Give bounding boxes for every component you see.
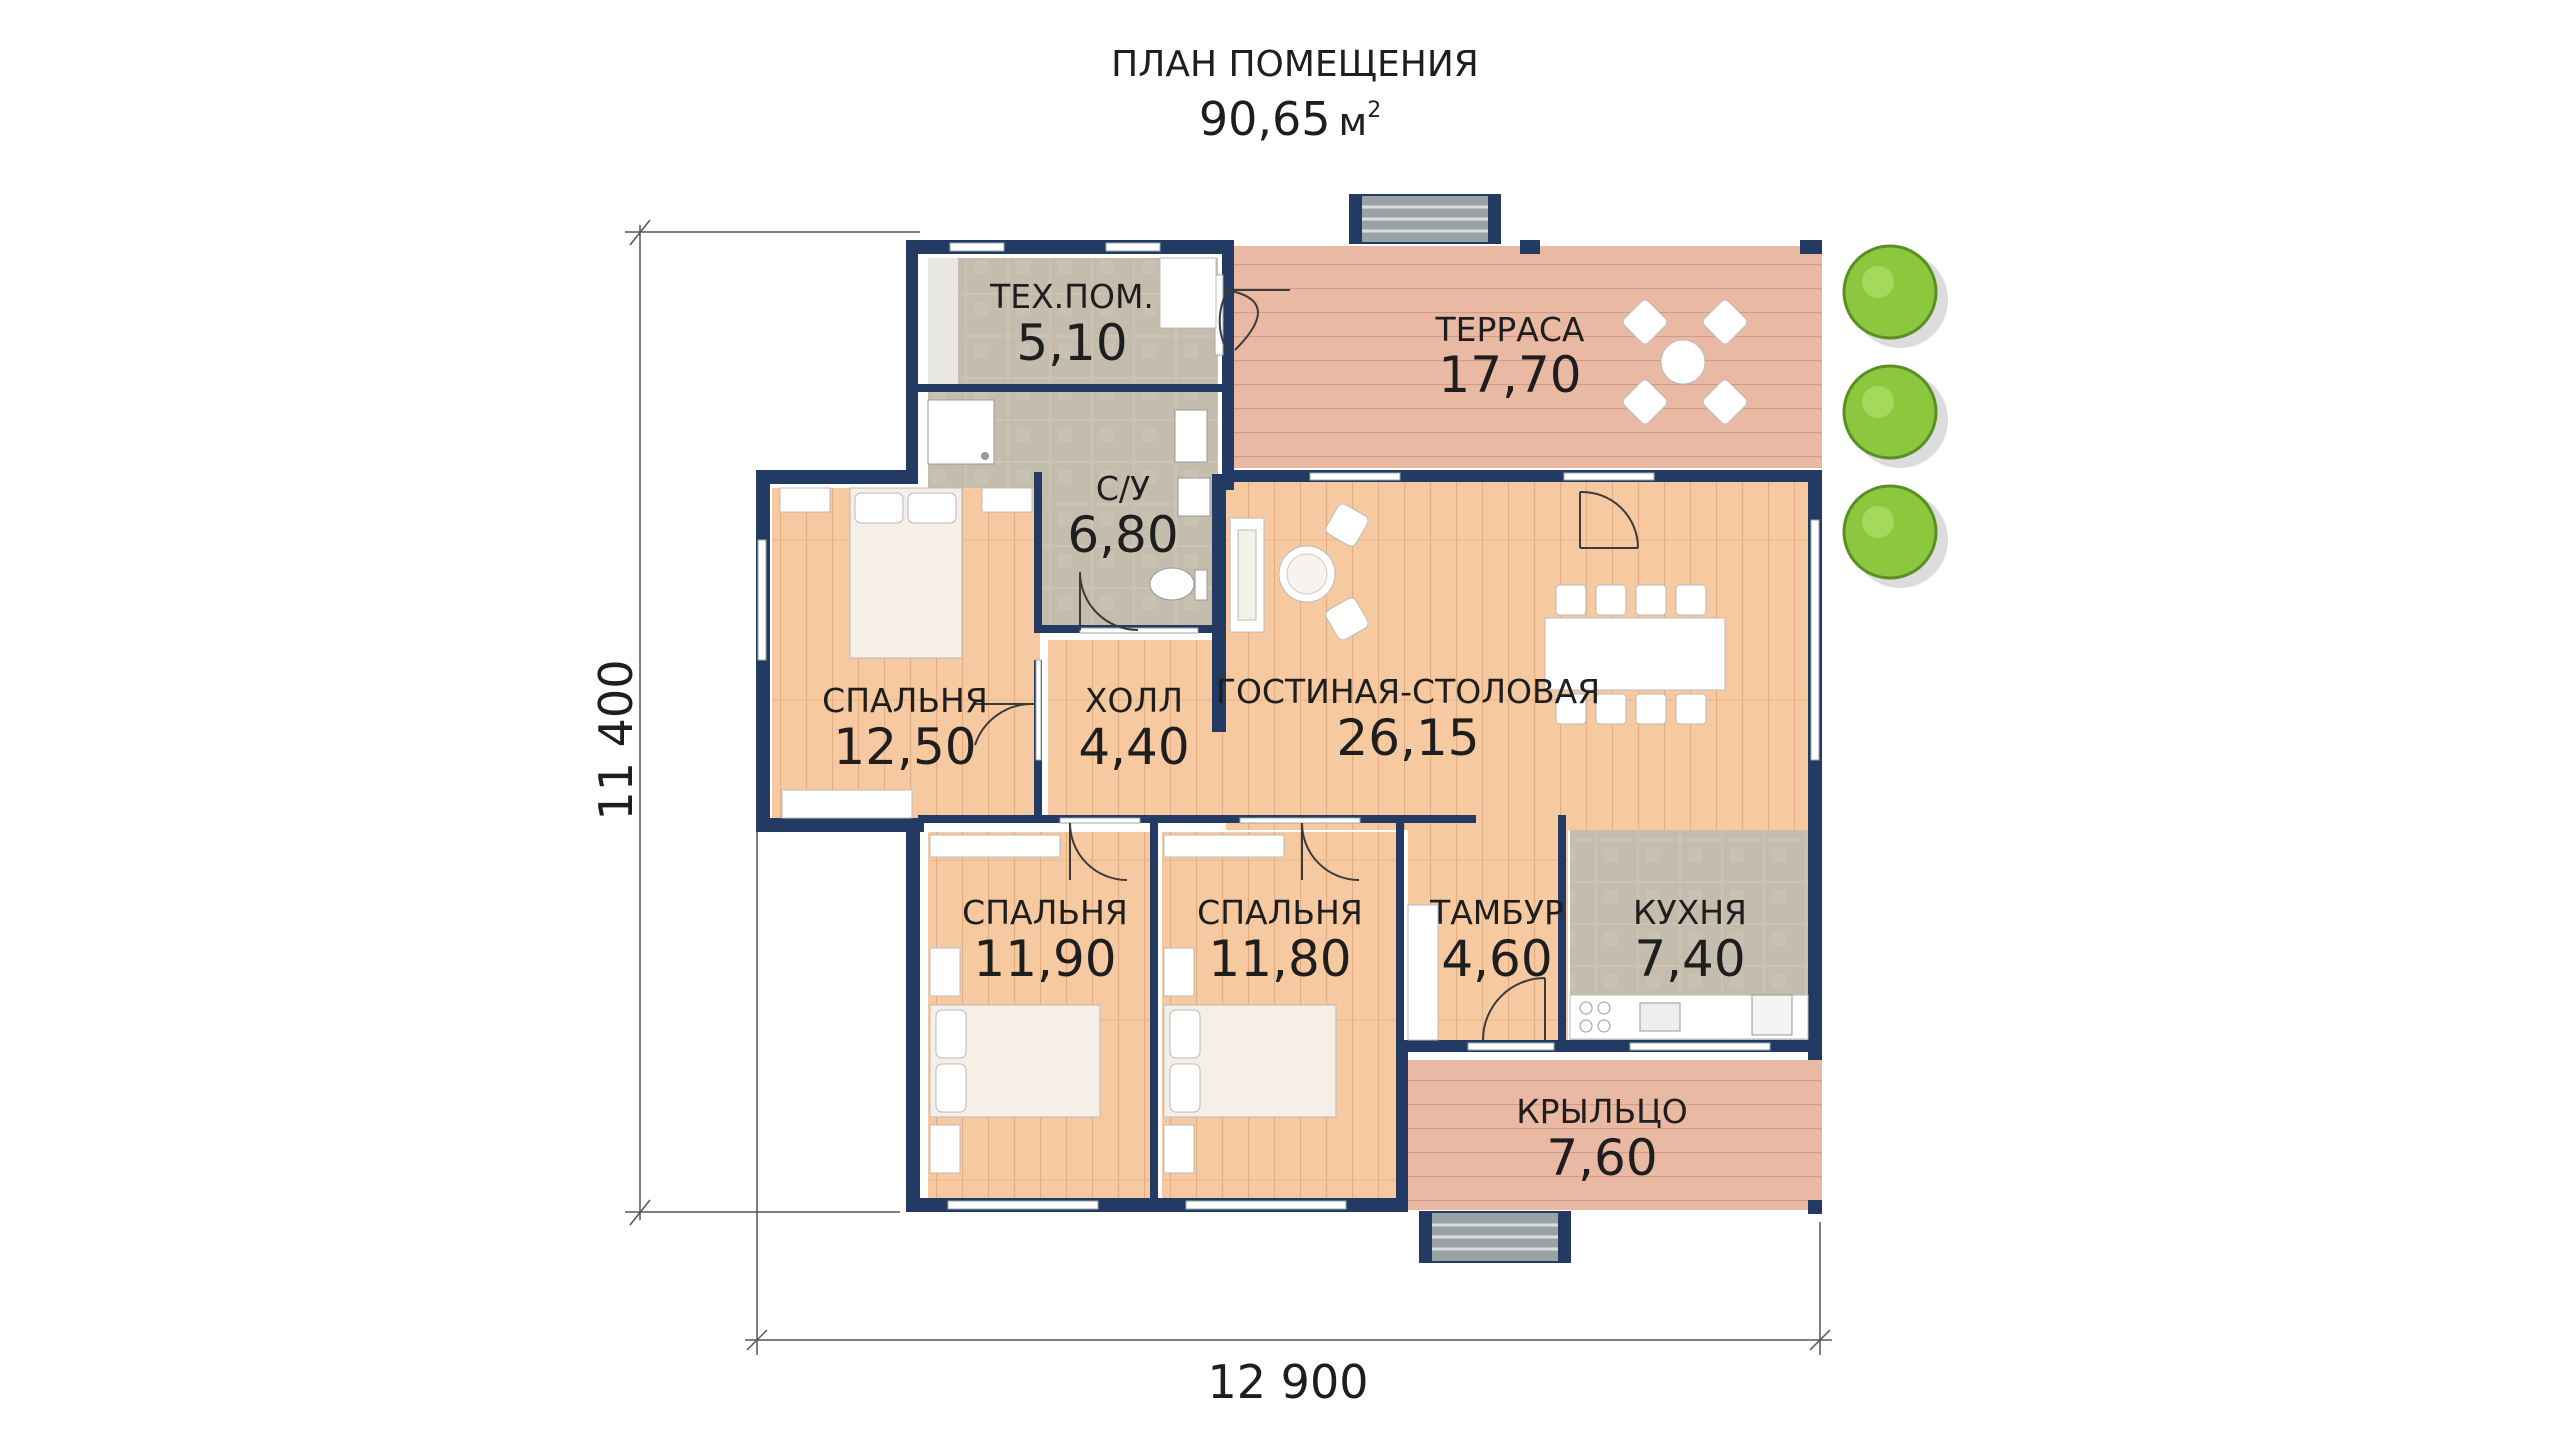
room-porch: КРЫЛЬЦО 7,60 — [1516, 1092, 1688, 1187]
total-area-sup: 2 — [1367, 98, 1381, 123]
room-area: 4,40 — [1078, 718, 1189, 776]
room-bedroom3: СПАЛЬНЯ 11,80 — [1197, 893, 1363, 988]
plan-title: ПЛАН ПОМЕЩЕНИЯ — [1111, 44, 1479, 85]
dimension-height — [625, 219, 920, 1226]
tree-icon — [1842, 484, 1948, 588]
bed-icon — [1163, 834, 1337, 1174]
room-bedroom2: СПАЛЬНЯ 11,90 — [962, 893, 1128, 988]
room-bedroom1: СПАЛЬНЯ 12,50 — [822, 681, 988, 776]
room-bathroom: С/У 6,80 — [1067, 469, 1178, 564]
room-area: 11,90 — [973, 930, 1116, 988]
room-area: 7,40 — [1634, 930, 1745, 988]
bed-icon — [929, 834, 1101, 1174]
boiler-icon — [1159, 257, 1217, 329]
total-area-value: 90,65 — [1199, 92, 1331, 146]
room-name: СПАЛЬНЯ — [822, 681, 988, 720]
wardrobe-icon — [1407, 904, 1439, 1041]
room-area: 4,60 — [1441, 930, 1552, 988]
bathroom-fixtures — [927, 399, 1211, 601]
living-floor — [1226, 480, 1816, 830]
room-name: КУХНЯ — [1633, 893, 1747, 932]
room-area: 6,80 — [1067, 506, 1178, 564]
room-area: 7,60 — [1546, 1129, 1657, 1187]
room-name: СПАЛЬНЯ — [1197, 893, 1363, 932]
room-terrace: ТЕРРАСА 17,70 — [1435, 310, 1585, 404]
coffee-table-icon — [1278, 503, 1369, 641]
dimension-height-label: 11 400 — [589, 660, 643, 821]
room-vestibule: ТАМБУР 4,60 — [1429, 893, 1564, 988]
room-area: 11,80 — [1208, 930, 1351, 988]
room-name: ТЕРРАСА — [1435, 310, 1585, 349]
room-area: 17,70 — [1438, 346, 1581, 404]
bed-icon — [779, 487, 1033, 819]
porch-stairs — [1419, 1211, 1571, 1263]
terrace-floor — [1225, 246, 1822, 468]
porch-floor — [1408, 1060, 1822, 1210]
room-area: 5,10 — [1016, 314, 1127, 372]
terrace-table-icon — [1622, 299, 1748, 425]
terrace-stairs — [1349, 194, 1501, 244]
room-kitchen: КУХНЯ 7,40 — [1633, 893, 1747, 988]
room-name: ТАМБУР — [1429, 893, 1564, 932]
kitchen-counter-icon — [1569, 994, 1809, 1040]
dimension-width-label: 12 900 — [1208, 1355, 1369, 1409]
sofa-icon — [1229, 517, 1265, 633]
room-hall: ХОЛЛ 4,40 — [1078, 681, 1189, 776]
hall-floor — [1048, 640, 1226, 820]
room-name: ГОСТИНАЯ-СТОЛОВАЯ — [1216, 672, 1600, 711]
room-area: 12,50 — [833, 718, 976, 776]
room-tech: ТЕХ.ПОМ. 5,10 — [989, 277, 1154, 372]
room-name: С/У — [1096, 469, 1150, 508]
room-name: КРЫЛЬЦО — [1516, 1092, 1688, 1131]
room-living: ГОСТИНАЯ-СТОЛОВАЯ 26,15 — [1216, 672, 1600, 767]
doors — [974, 289, 1639, 1041]
tree-icon — [1842, 364, 1948, 468]
dining-table-icon — [1544, 584, 1726, 725]
room-name: СПАЛЬНЯ — [962, 893, 1128, 932]
room-name: ТЕХ.ПОМ. — [989, 277, 1154, 316]
total-area-unit: м — [1339, 100, 1368, 144]
room-name: ХОЛЛ — [1085, 681, 1183, 720]
room-area: 26,15 — [1336, 709, 1479, 767]
dimension-width — [745, 828, 1832, 1355]
tree-icon — [1842, 244, 1948, 348]
